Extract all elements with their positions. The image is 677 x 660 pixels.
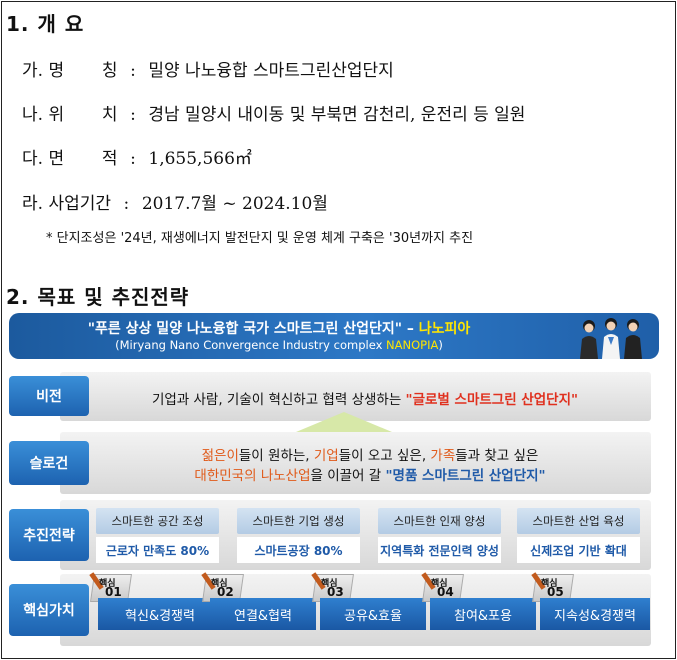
info-row-period: 라. 사업기간 : 2017.7월 ~ 2024.10월 — [22, 189, 328, 214]
info-value: 1,655,566㎡ — [148, 149, 252, 169]
slogan-segment: 들과 찾고 싶은 — [455, 448, 539, 464]
core-label: 핵심가치 — [9, 584, 89, 636]
info-value: 경남 밀양시 내이동 및 부북면 감천리, 운전리 등 일원 — [148, 105, 526, 125]
info-row-location: 나. 위 치 : 경남 밀양시 내이동 및 부북면 감천리, 운전리 등 일원 — [22, 100, 525, 125]
strategy-title: 스마트한 인재 양성 — [378, 508, 501, 534]
info-value: 2017.7월 ~ 2024.10월 — [141, 194, 328, 214]
slogan-row-bg — [60, 432, 651, 494]
slogan-line-2: 대한민국의 나노산업을 이끌어 갈 "명품 스마트그린 산업단지" — [90, 464, 650, 484]
core-value: 혁신&경쟁력 — [98, 598, 222, 630]
info-key: 나. 위 치 — [22, 105, 118, 125]
people-illustration — [580, 318, 642, 359]
vision-banner: "푸른 상상 밀양 나노융합 국가 스마트그린 산업단지" – 나노피아 (Mi… — [9, 313, 659, 359]
info-key: 라. 사업기간 — [22, 194, 112, 214]
up-arrow-shape — [296, 412, 392, 432]
slogan-label: 슬로건 — [9, 441, 89, 485]
strategy-title: 스마트한 공간 조성 — [96, 508, 219, 534]
slogan-segment: 을 이끌어 갈 — [310, 468, 386, 484]
strategy-title: 스마트한 기업 생성 — [237, 508, 360, 534]
vision-text: 기업과 사람, 기술이 혁신하고 협력 상생하는 "글로벌 스마트그린 산업단지… — [151, 392, 579, 408]
strategy-label: 추진전략 — [9, 509, 89, 561]
strategy-card: 스마트한 산업 육성 신제조업 기반 확대 — [517, 508, 640, 563]
slogan-line-1: 젊은이들이 원하는, 기업들이 오고 싶은, 가족들과 찾고 싶은 — [90, 444, 650, 464]
core-value: 공유&효율 — [320, 598, 426, 630]
slogan-segment: 들이 오고 싶은, — [338, 448, 431, 464]
vision-label: 비전 — [9, 376, 89, 416]
info-row-area: 다. 면 적 : 1,655,566㎡ — [22, 144, 252, 169]
strategy-target: 스마트공장 80% — [237, 537, 360, 563]
slogan-segment: 가족 — [430, 448, 456, 464]
slogan-segment: 들이 원하는, — [238, 448, 314, 464]
strategy-target: 지역특화 전문인력 양성 — [378, 537, 501, 563]
banner-highlight: 나노피아 — [418, 321, 471, 337]
core-value: 참여&포용 — [430, 598, 536, 630]
core-value: 연결&협력 — [210, 598, 316, 630]
strategy-card: 스마트한 기업 생성 스마트공장 80% — [237, 508, 360, 563]
slogan-segment: "명품 스마트그린 산업단지" — [385, 468, 546, 484]
banner-subtitle: (Miryang Nano Convergence Industry compl… — [115, 338, 443, 352]
info-colon: : — [130, 61, 136, 81]
core-value: 지속성&경쟁력 — [540, 598, 650, 630]
strategy-title: 스마트한 산업 육성 — [517, 508, 640, 534]
info-key: 가. 명 칭 — [22, 61, 118, 81]
info-colon: : — [130, 105, 136, 125]
strategy-target: 근로자 만족도 80% — [96, 537, 219, 563]
slogan-segment: 기업 — [313, 448, 339, 464]
banner-title: "푸른 상상 밀양 나노융합 국가 스마트그린 산업단지" – 나노피아 — [87, 321, 471, 337]
info-row-name: 가. 명 칭 : 밀양 나노융합 스마트그린산업단지 — [22, 56, 394, 81]
info-key: 다. 면 적 — [22, 149, 118, 169]
slogan-segment: 대한민국의 나노산업 — [194, 468, 311, 484]
footnote: * 단지조성은 '24년, 재생에너지 발전단지 및 운영 체계 구축은 '30… — [46, 231, 474, 246]
strategy-card: 스마트한 공간 조성 근로자 만족도 80% — [96, 508, 219, 563]
slogan-segment: 젊은이 — [201, 448, 239, 464]
info-colon: : — [123, 194, 130, 214]
section1-heading: 1. 개 요 — [6, 12, 85, 36]
info-value: 밀양 나노융합 스마트그린산업단지 — [148, 61, 394, 81]
section2-heading: 2. 목표 및 추진전략 — [6, 285, 190, 309]
strategy-card: 스마트한 인재 양성 지역특화 전문인력 양성 — [378, 508, 501, 563]
strategy-target: 신제조업 기반 확대 — [517, 537, 640, 563]
info-colon: : — [130, 149, 136, 169]
